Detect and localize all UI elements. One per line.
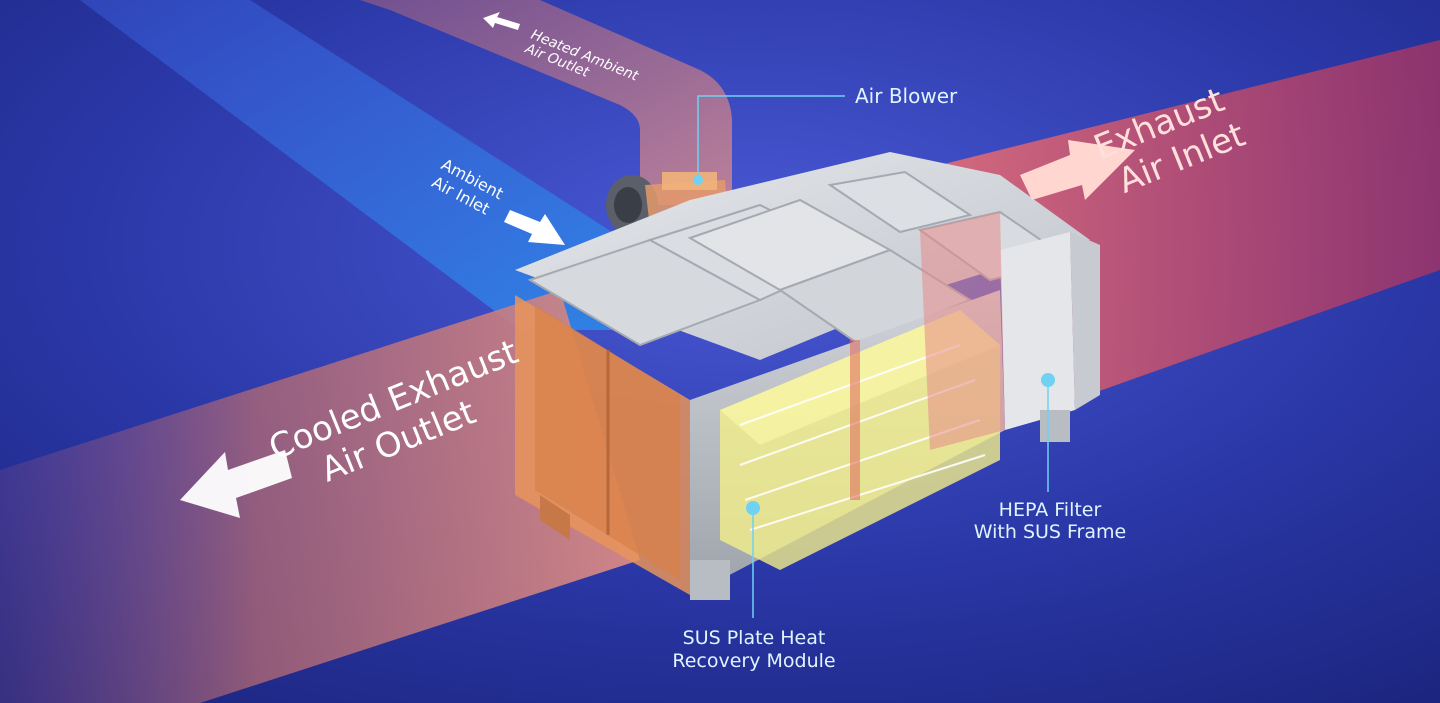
heat-recovery-callout: SUS Plate Heat Recovery Module (672, 501, 836, 672)
heat-recovery-line1: SUS Plate Heat (683, 627, 826, 649)
cabinet-top (515, 152, 1090, 360)
air-blower-callout: Air Blower (693, 84, 958, 185)
hepa-filter-callout: HEPA Filter With SUS Frame (974, 373, 1126, 543)
heat-recovery-line2: Recovery Module (672, 650, 835, 672)
arrow-exhaust-inlet-icon (1020, 140, 1135, 200)
arrow-ambient-inlet-icon (504, 210, 565, 245)
heated-ambient-outlet-duct (360, 0, 732, 205)
hepa-filter-unit (920, 212, 1100, 450)
orange-section (515, 295, 690, 595)
arrow-heated-outlet-icon (483, 12, 520, 30)
hepa-filter-line1: HEPA Filter (999, 499, 1102, 521)
air-blower-label: Air Blower (855, 84, 958, 108)
cooled-exhaust-outlet-duct (0, 290, 640, 703)
ambient-inlet-duct (80, 0, 640, 330)
arrow-cooled-outlet-icon (180, 450, 292, 518)
hepa-filter-line2: With SUS Frame (974, 521, 1126, 543)
